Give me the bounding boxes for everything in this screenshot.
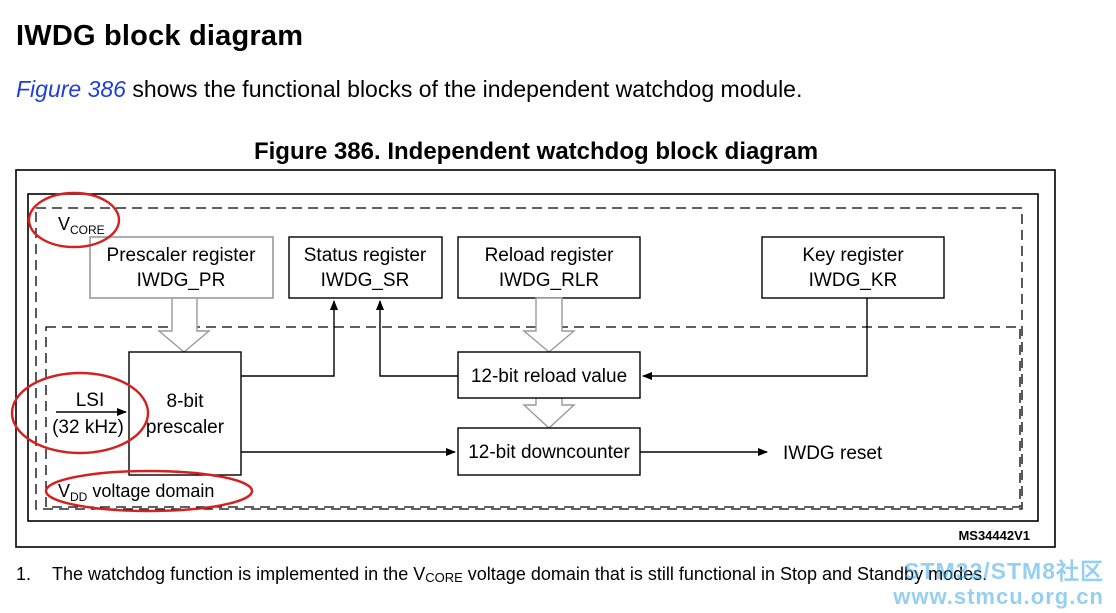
vdd-domain-label: VDD voltage domain [58,481,214,504]
prescaler-register-block: Prescaler register IWDG_PR [89,236,274,299]
figure-reference-code: MS34442V1 [958,528,1030,543]
prescaler-load-arrow [157,297,211,353]
iwdg-reset-label: IWDG reset [783,443,883,464]
svg-text:IWDG_SR: IWDG_SR [321,270,410,291]
svg-text:Reload register: Reload register [485,245,615,266]
watermark-line2: www.stmcu.org.cn [893,584,1104,609]
watermark-line1: STM32/STM8社区 [904,558,1104,584]
vdd-highlight-circle [44,469,254,513]
reload-value-block: 12-bit reload value [457,351,641,399]
figure-title: Figure 386. Independent watchdog block d… [253,138,819,165]
svg-text:12-bit downcounter: 12-bit downcounter [468,442,630,463]
reload-to-status-line [376,300,458,377]
lsi-label: LSI [76,390,105,411]
inner-frame [27,193,1039,522]
intro-paragraph: Figure 386 shows the functional blocks o… [16,76,802,103]
svg-text:Key register: Key register [802,245,904,266]
svg-text:8-bit: 8-bit [167,391,205,412]
footnote-number: 1. [16,564,32,584]
intro-text: shows the functional blocks of the indep… [125,76,803,102]
lsi-frequency-label: (32 kHz) [52,417,124,438]
prescaler-to-status-line [241,300,338,377]
svg-text:IWDG_RLR: IWDG_RLR [499,270,599,291]
figure-link[interactable]: Figure 386 [16,76,126,102]
site-watermark: STM32/STM8社区 www.stmcu.org.cn [893,552,1104,610]
svg-text:IWDG_PR: IWDG_PR [137,270,226,291]
downcounter-block: 12-bit downcounter [457,427,641,476]
lsi-highlight-circle [10,371,150,455]
vdd-domain-boundary [45,326,1021,508]
reload-register-block: Reload register IWDG_RLR [457,236,641,299]
key-register-block: Key register IWDG_KR [761,236,945,299]
key-to-reload-line [642,298,868,380]
vcore-label: VCORE [58,214,105,237]
vcore-highlight-circle [27,191,121,249]
svg-text:Prescaler register: Prescaler register [107,245,257,266]
svg-text:prescaler: prescaler [146,417,225,438]
section-heading: IWDG block diagram [16,20,304,52]
vcore-domain-boundary [35,207,1023,510]
svg-text:12-bit reload value: 12-bit reload value [471,366,627,387]
reload-load-arrow [522,297,576,353]
figure-frame [15,169,1056,548]
reload-to-counter-arrow [522,397,576,429]
svg-text:IWDG_KR: IWDG_KR [809,270,898,291]
prescaler-block: 8-bit prescaler [128,351,242,476]
svg-text:Status register: Status register [304,245,427,266]
status-register-block: Status register IWDG_SR [288,236,443,299]
footnote-text: The watchdog function is implemented in … [52,564,988,585]
